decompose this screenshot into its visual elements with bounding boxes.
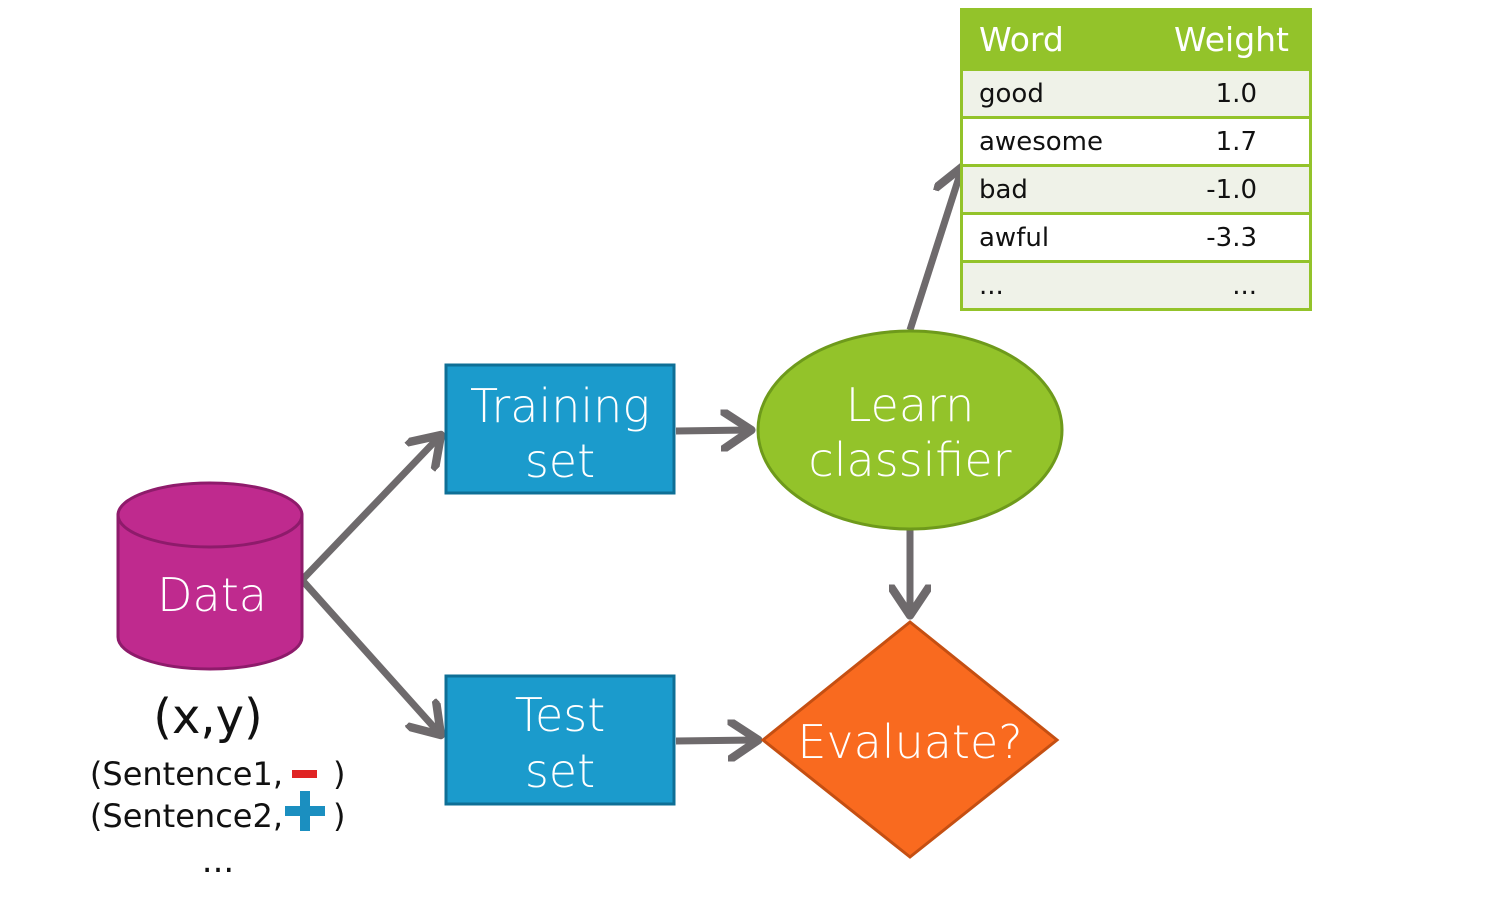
arrow-data-to-training [299,436,440,583]
arrow-training-to-learn [675,430,750,431]
test-set-box: Test set [444,674,676,806]
data-label: Data [157,568,267,622]
table-row: ... ... [961,260,1311,311]
test-set-label-line1: Test [515,688,606,742]
cylinder-body [116,513,304,671]
test-set-rect [444,674,676,806]
table-row: awesome 1.7 [961,116,1311,167]
learn-classifier-label-line2: classifier [808,433,1011,487]
example-row1-prefix: (Sentence1, [90,755,283,793]
table-header-word: Word [961,9,1139,70]
table-cell-weight: -1.0 [1138,164,1311,215]
training-set-label-line2: set [525,434,595,488]
evaluate-node: Evaluate? [760,620,1060,859]
table-cell-word: ... [961,260,1139,311]
table-header-row: Word Weight [961,9,1311,70]
example-row2-suffix: ) [333,797,345,835]
table-cell-weight: 1.0 [1138,68,1311,119]
table-row: awful -3.3 [961,212,1311,263]
training-set-label-line1: Training [470,379,650,433]
minus-icon [292,770,317,778]
table-cell-word: bad [961,164,1139,215]
table-cell-weight: ... [1138,260,1311,311]
arrows [299,168,962,741]
table-cell-weight: 1.7 [1138,116,1311,167]
example-row2-prefix: (Sentence2, [90,797,283,835]
learn-classifier-label-line1: Learn [846,378,975,432]
evaluate-diamond [760,620,1060,859]
cylinder-top [116,481,304,549]
table-cell-weight: -3.3 [1138,212,1311,263]
table-header-weight: Weight [1138,9,1311,70]
plus-icon [285,791,325,831]
arrow-test-to-evaluate [675,740,757,741]
training-set-rect [444,363,676,495]
arrow-data-to-test [299,577,440,734]
table-row: bad -1.0 [961,164,1311,215]
arrow-learn-to-table [906,168,962,332]
table-cell-word: good [961,68,1139,119]
table-cell-word: awesome [961,116,1139,167]
learn-classifier-ellipse [756,329,1064,531]
table-row: good 1.0 [961,68,1311,119]
test-set-label-line2: set [525,744,595,798]
table-cell-word: awful [961,212,1139,263]
data-examples: (x,y) (Sentence1, ) (Sentence2, ) ... [90,689,346,881]
learn-classifier-node: Learn classifier [756,329,1064,531]
evaluate-label: Evaluate? [797,715,1022,769]
example-row1-suffix: ) [333,755,345,793]
examples-ellipsis: ... [202,841,234,881]
data-cylinder: Data [116,481,304,671]
word-weight-table: Word Weight good 1.0 awesome 1.7 bad -1.… [960,8,1312,311]
training-set-box: Training set [444,363,676,495]
xy-label: (x,y) [153,689,263,745]
